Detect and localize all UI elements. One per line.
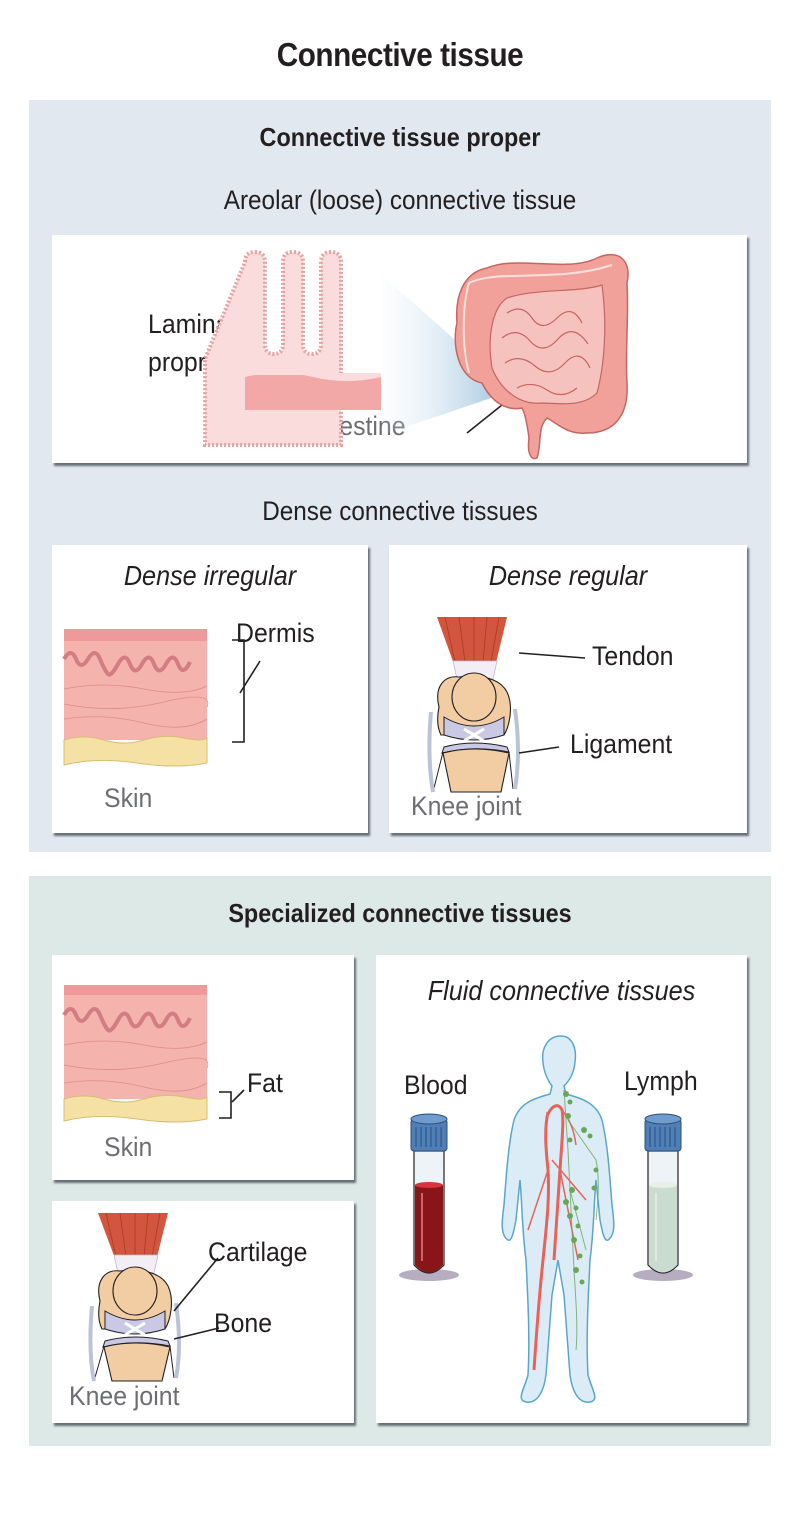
fluid-title: Fluid connective tissues	[427, 975, 696, 1006]
dense-irregular-title: Dense irregular	[123, 560, 297, 591]
areolar-heading: Areolar (loose) connective tissue	[223, 185, 577, 215]
blood-label: Blood	[404, 1070, 468, 1100]
knee-illustration-cartilage	[88, 1212, 181, 1382]
dense-irregular-card: Dense irregular Dermis Skin	[52, 545, 368, 833]
specialized-connective-tissues-panel: Specialized connective tissues Fat Skin	[29, 876, 771, 1446]
dense-regular-title: Dense regular	[488, 560, 648, 591]
dense-regular-card: Dense regular Tendon Ligament Knee joint	[389, 545, 747, 833]
proper-heading: Connective tissue proper	[259, 122, 541, 152]
fat-skin-caption: Skin	[104, 1132, 153, 1162]
connective-tissue-proper-panel: Connective tissue proper Areolar (loose)…	[29, 100, 771, 852]
knee-joint-caption-2: Knee joint	[69, 1381, 180, 1411]
intestine-illustration	[454, 253, 629, 460]
fluid-connective-card: Fluid connective tissues Blood Lymph	[376, 955, 747, 1423]
fat-label: Fat	[247, 1068, 283, 1098]
lymph-label: Lymph	[624, 1066, 698, 1096]
tendon-label: Tendon	[592, 641, 674, 671]
knee-illustration-tendon	[427, 616, 520, 793]
bone-label: Bone	[214, 1308, 273, 1338]
human-body-circulatory-icon	[501, 1035, 615, 1403]
skin-fat-illustration	[62, 985, 245, 1123]
blood-tube-icon	[399, 1113, 459, 1281]
cartilage-bone-leaders	[173, 1257, 220, 1340]
dermis-leader	[239, 660, 261, 694]
page-title: Connective tissue	[276, 36, 524, 73]
dermis-label: Dermis	[236, 618, 315, 648]
skin-caption: Skin	[104, 783, 153, 813]
dense-heading: Dense connective tissues	[262, 496, 538, 526]
fat-card: Fat Skin	[52, 955, 354, 1180]
knee-joint-caption: Knee joint	[411, 791, 522, 821]
specialized-heading: Specialized connective tissues	[228, 898, 572, 928]
lymph-tube-icon	[633, 1113, 693, 1281]
tendon-ligament-leaders	[518, 652, 586, 754]
cartilage-label: Cartilage	[208, 1237, 308, 1267]
skin-dermis-illustration	[62, 629, 245, 767]
ligament-label: Ligament	[570, 729, 673, 759]
cartilage-bone-card: Cartilage Bone Knee joint	[52, 1201, 354, 1423]
villi-illustration	[203, 249, 518, 447]
areolar-card: Lamina propria Small intestine	[52, 235, 747, 463]
